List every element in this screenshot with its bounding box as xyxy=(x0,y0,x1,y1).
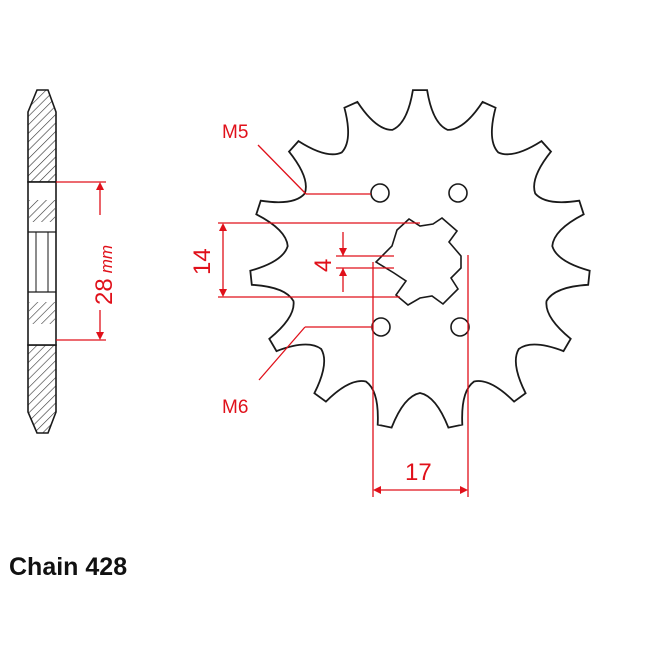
chain-caption: Chain 428 xyxy=(9,553,128,581)
height-dimension xyxy=(218,222,420,298)
key-dimension xyxy=(336,232,394,292)
side-view xyxy=(27,89,57,434)
thickness-label: 28mm xyxy=(91,245,118,305)
thread-bottom-label: M6 xyxy=(222,397,248,418)
side-profile-bottom xyxy=(27,344,57,434)
bolt-hole-bottom-right xyxy=(450,317,470,337)
key-label: 4 xyxy=(310,259,337,272)
m6-leader xyxy=(258,326,372,381)
side-profile-top xyxy=(27,89,57,183)
height-label: 14 xyxy=(189,248,216,275)
bolt-hole-top-right xyxy=(448,183,468,203)
bolt-hole-bottom-left xyxy=(371,317,391,337)
side-hub-hatch-2 xyxy=(29,302,55,324)
width-label: 17 xyxy=(405,459,432,486)
width-dimension xyxy=(372,255,469,497)
side-hub-hatch-1 xyxy=(29,200,55,222)
thread-top-label: M5 xyxy=(222,122,248,143)
bolt-hole-top-left xyxy=(370,183,390,203)
spline-bore xyxy=(374,216,462,306)
m5-leader xyxy=(257,144,371,195)
thickness-dimension xyxy=(56,181,106,341)
